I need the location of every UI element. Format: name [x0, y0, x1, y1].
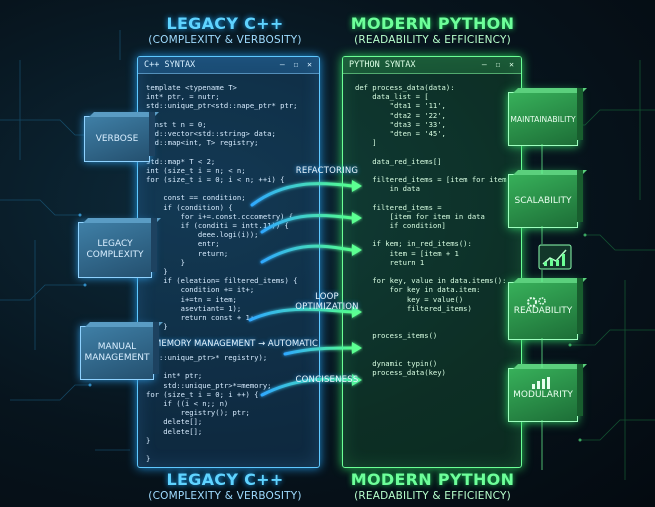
legacy-title-bottom: LEGACY C++ [166, 470, 284, 489]
modern-title-bottom: MODERN PYTHON [350, 470, 515, 489]
growth-chart-icon [538, 244, 572, 270]
refactoring-label: REFACTORING [295, 166, 359, 176]
scalability-label: SCALABILITY [514, 195, 572, 206]
legacy-subtitle: (COMPLEXITY & VERBOSITY) [148, 34, 302, 46]
python-code-block: def process_data(data): data_list = [ "d… [355, 83, 507, 378]
readability-label: READABILITY [513, 305, 573, 316]
legacy-cpp-heading-top: LEGACY C++ (COMPLEXITY & VERBOSITY) [130, 14, 320, 46]
maintainability-block: MAINTAINABILITY [508, 88, 587, 146]
loop-optimization-label: LOOP OPTIMIZATION [295, 292, 359, 312]
manual-management-label: MANUAL MANAGEMENT [84, 342, 150, 363]
cpp-syntax-window: C++ SYNTAX — ☐ ✕ template <typename T> i… [137, 56, 320, 468]
modern-python-heading-top: MODERN PYTHON (READABILITY & EFFICIENCY) [330, 14, 535, 46]
window-controls[interactable]: — ☐ ✕ [481, 60, 516, 69]
modularity-label: MODULARITY [513, 389, 573, 400]
cpp-code-block-bottom: std::unique_ptr>* registry); int* ptr; s… [146, 353, 272, 464]
legacy-title: LEGACY C++ [166, 14, 284, 33]
verbose-label: VERBOSE [95, 133, 139, 144]
python-window-titlebar: PYTHON SYNTAX — ☐ ✕ [343, 57, 521, 74]
readability-block: READABILITY [508, 278, 587, 340]
modern-python-heading-bottom: MODERN PYTHON (READABILITY & EFFICIENCY) [330, 470, 535, 502]
cpp-code-block: template <typename T> int* ptr, = nutr; … [146, 83, 298, 332]
cpp-window-title: C++ SYNTAX [144, 60, 196, 70]
manual-management-block: MANUAL MANAGEMENT [80, 322, 163, 380]
modularity-chart-icon [532, 377, 550, 389]
gear-icon [527, 297, 546, 307]
modularity-block: MODULARITY [508, 364, 587, 422]
legacy-subtitle-bottom: (COMPLEXITY & VERBOSITY) [148, 490, 302, 502]
modern-subtitle: (READABILITY & EFFICIENCY) [354, 34, 511, 46]
modern-title: MODERN PYTHON [350, 14, 515, 33]
verbose-block: VERBOSE [84, 112, 159, 162]
conciseness-label: CONCISENESS [295, 375, 359, 385]
cpp-window-titlebar: C++ SYNTAX — ☐ ✕ [138, 57, 319, 74]
python-syntax-window: PYTHON SYNTAX — ☐ ✕ def process_data(dat… [342, 56, 522, 468]
python-window-title: PYTHON SYNTAX [349, 60, 416, 70]
window-controls[interactable]: — ☐ ✕ [279, 60, 314, 69]
maintainability-label: MAINTAINABILITY [510, 114, 576, 124]
modern-subtitle-bottom: (READABILITY & EFFICIENCY) [354, 490, 511, 502]
memory-management-label: MEMORY MANAGEMENT → AUTOMATIC [154, 339, 318, 349]
scalability-block: SCALABILITY [508, 170, 587, 228]
legacy-cpp-heading-bottom: LEGACY C++ (COMPLEXITY & VERBOSITY) [130, 470, 320, 502]
legacy-complexity-label: LEGACY COMPLEXITY [86, 239, 144, 260]
legacy-complexity-block: LEGACY COMPLEXITY [78, 218, 161, 278]
